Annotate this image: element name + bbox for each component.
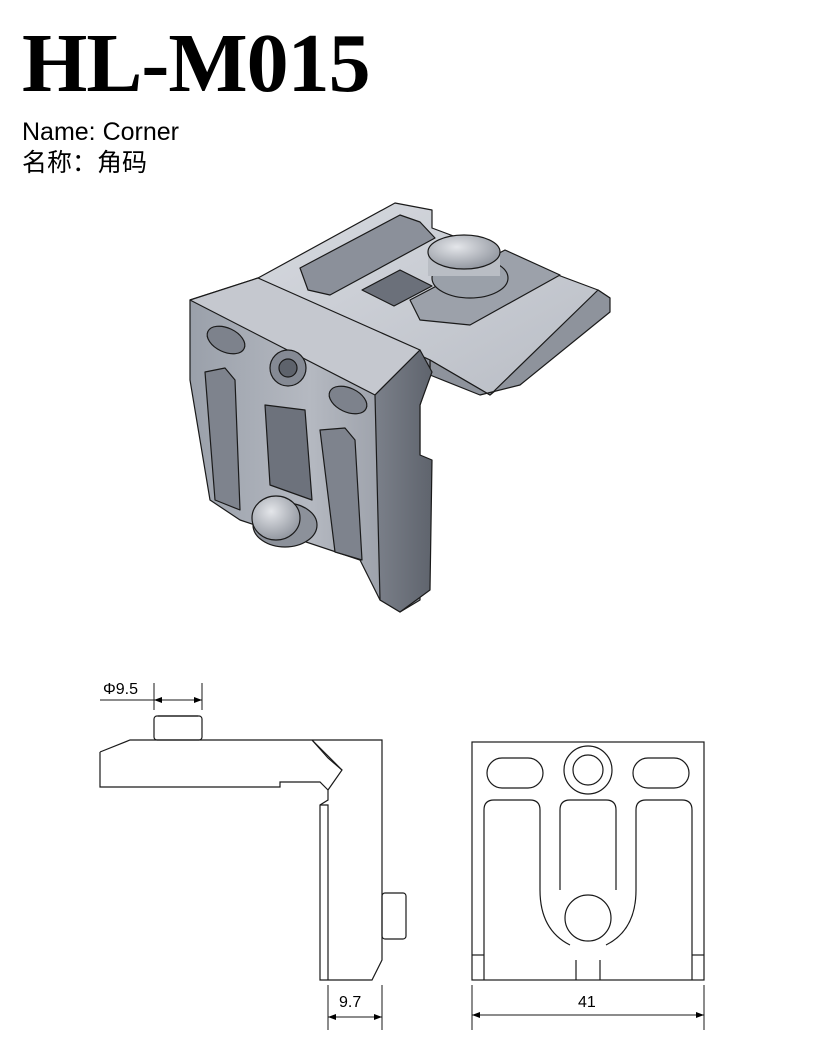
front-screw-inner [278,358,298,378]
square-hole [361,269,433,307]
top-pin-face [427,234,501,270]
front-view-drawing [471,741,705,1030]
front-slot-right [319,427,363,561]
top-slot-upper [299,214,436,296]
front-view-hole-outer [563,745,613,795]
front-view-hole-inner [572,754,604,786]
front-slot-center [264,404,313,501]
front-pin-face [251,495,301,541]
front-view-outline [471,741,705,981]
side-view-horizontal-arm [99,752,329,791]
side-face [374,349,433,613]
front-view-slot-right [605,799,693,955]
isometric-view [189,202,611,613]
front-view-oval-right [632,757,690,789]
front-slot-left [204,367,241,511]
front-view-slot-center [559,799,617,890]
side-view-top-pin [153,715,203,741]
side-view-outline [99,739,383,981]
front-oval-left [206,325,246,355]
front-view-pin [564,894,612,942]
side-view-bevel [311,739,343,771]
part-name-chinese: 名称：角码 [22,148,148,177]
front-view-slot-left [483,799,571,955]
front-oval-right [328,385,368,415]
part-name-english: Name: Corner [22,118,179,146]
side-view-right-pin [381,892,407,940]
dim-pin-diameter: Φ9.5 [103,681,138,698]
top-plate-edge [429,289,611,396]
model-title: HL-M015 [22,17,371,110]
side-view-drawing [99,683,407,1030]
side-view-vertical-arm [320,804,329,980]
dim-side-width: 9.7 [339,994,361,1011]
dim-front-width: 41 [578,994,596,1011]
front-view-oval-left [486,757,544,789]
